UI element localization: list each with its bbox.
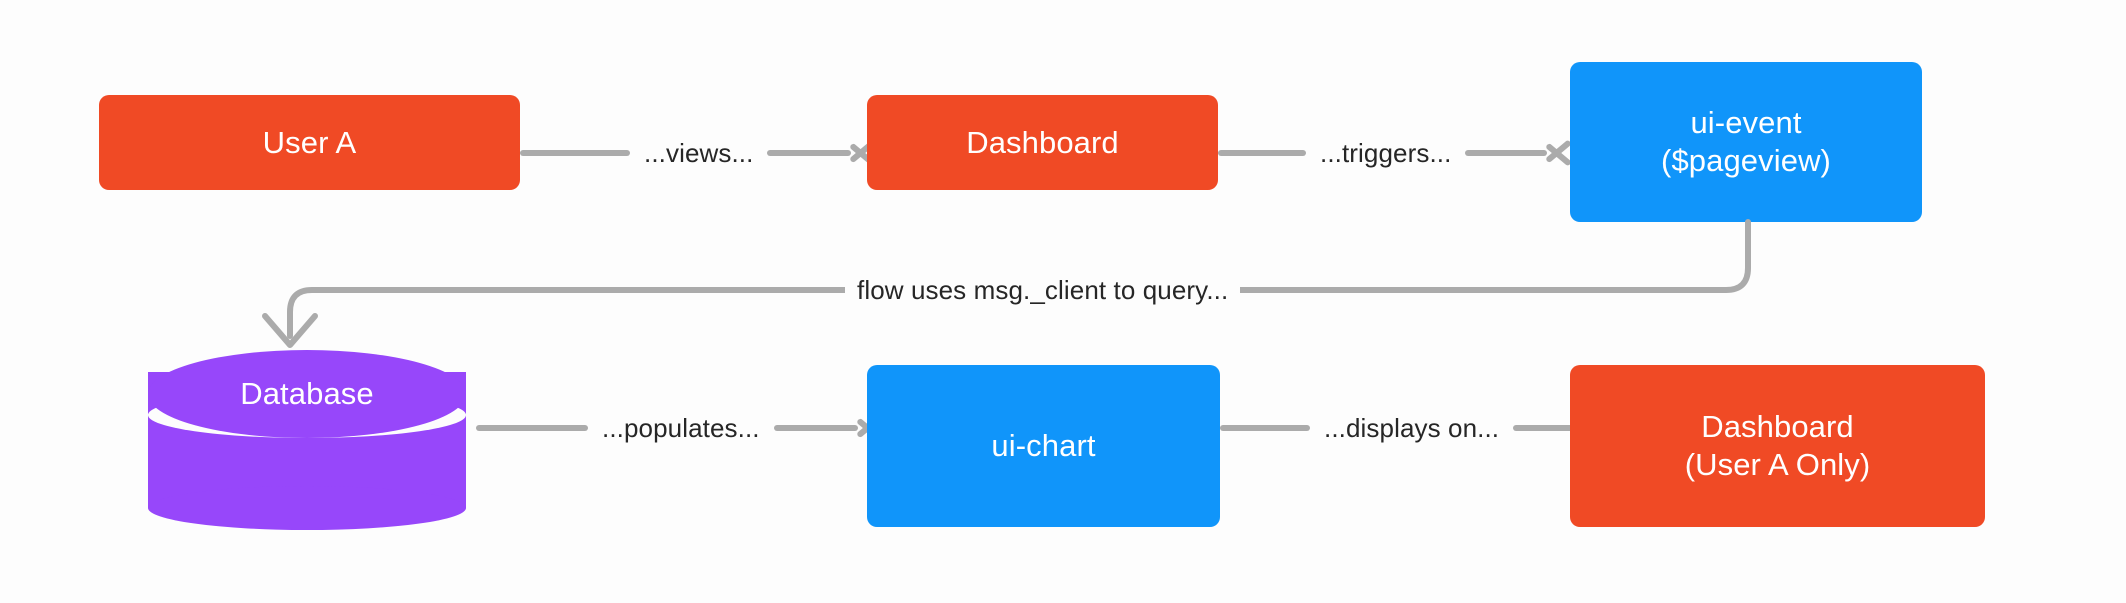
- edge-triggers-segment-right: [1465, 150, 1548, 156]
- edge-triggers: ...triggers...: [1218, 136, 1573, 170]
- node-ui-event[interactable]: ui-event ($pageview): [1570, 62, 1922, 222]
- edge-query-label: flow uses msg._client to query...: [845, 277, 1241, 303]
- edge-populates-segment-left: [476, 425, 588, 431]
- cylinder-top-ellipse: [148, 350, 466, 438]
- node-database[interactable]: Database: [148, 350, 466, 530]
- edge-views-label: ...views...: [644, 138, 754, 168]
- node-dashboard-user-a-sublabel: (User A Only): [1684, 447, 1871, 482]
- node-dashboard-user-a[interactable]: Dashboard (User A Only): [1570, 365, 1985, 527]
- edge-displays-segment-left: [1220, 425, 1310, 431]
- node-ui-chart-label: ui-chart: [991, 428, 1096, 464]
- edge-views-segment-left: [520, 150, 630, 156]
- edge-displays: ...displays on...: [1220, 411, 1623, 445]
- node-dashboard-user-a-label: Dashboard: [1701, 409, 1854, 445]
- node-dashboard-top-label: Dashboard: [966, 124, 1119, 160]
- edge-views: ...views...: [520, 136, 877, 170]
- edge-populates-segment-right: [773, 425, 858, 431]
- node-user-a[interactable]: User A: [99, 95, 520, 190]
- arrowhead-down-icon: [262, 313, 318, 348]
- cylinder-bottom-ellipse: [148, 486, 466, 530]
- edge-populates-label: ...populates...: [602, 413, 760, 443]
- node-database-label: Database: [240, 376, 374, 411]
- edge-triggers-label: ...triggers...: [1320, 138, 1452, 168]
- node-ui-chart[interactable]: ui-chart: [867, 365, 1220, 527]
- edge-displays-segment-right: [1513, 425, 1598, 431]
- node-user-a-label: User A: [262, 124, 357, 160]
- edge-views-segment-right: [767, 150, 852, 156]
- node-ui-event-sublabel: ($pageview): [1661, 143, 1831, 178]
- edge-displays-label: ...displays on...: [1324, 413, 1500, 443]
- node-ui-event-label: ui-event: [1690, 105, 1802, 141]
- node-dashboard-top[interactable]: Dashboard: [867, 95, 1218, 190]
- edge-populates: ...populates...: [476, 411, 884, 445]
- edge-triggers-segment-left: [1218, 150, 1306, 156]
